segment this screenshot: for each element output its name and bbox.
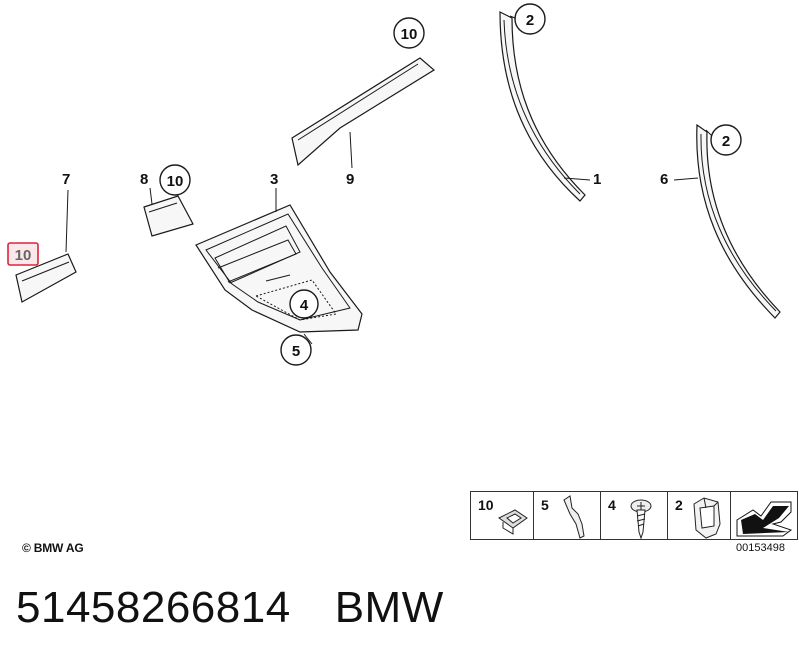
leader-1	[563, 177, 591, 181]
legend-label-4: 4	[608, 497, 616, 513]
callout-10-top: 10	[393, 17, 425, 49]
svg-text:10: 10	[401, 26, 418, 43]
leader-5	[303, 333, 313, 345]
callout-7: 7	[62, 171, 70, 188]
arrow-icon	[736, 501, 793, 537]
callout-10-mid: 10	[159, 164, 191, 196]
legend-cell-4[interactable]: 4	[600, 491, 667, 540]
part-6-pillar-trim[interactable]	[696, 123, 781, 319]
leader-2b	[705, 129, 713, 137]
brand-name: BMW	[334, 583, 444, 632]
leader-8	[149, 187, 153, 205]
legend-cell-5[interactable]: 5	[533, 491, 600, 540]
legend-cell-arrow[interactable]	[730, 491, 798, 540]
clip-icon	[563, 495, 585, 539]
svg-text:5: 5	[292, 343, 300, 360]
screw-icon	[630, 499, 652, 540]
part-3-console-trim[interactable]	[195, 204, 363, 333]
svg-text:2: 2	[526, 12, 534, 29]
part-7-trim-cover[interactable]	[15, 253, 77, 303]
callout-10-highlighted[interactable]: 10	[7, 242, 39, 266]
legend-cell-10[interactable]: 10	[470, 491, 533, 540]
callout-8: 8	[140, 171, 148, 188]
svg-text:10: 10	[15, 247, 32, 264]
leader-7	[65, 189, 69, 253]
diagram-code: 00153498	[736, 542, 785, 554]
callout-5: 5	[280, 334, 312, 366]
small-parts-legend: 10 5 4 2	[470, 491, 798, 540]
callout-4: 4	[289, 289, 319, 319]
svg-text:2: 2	[722, 133, 730, 150]
part-1-pillar-trim[interactable]	[499, 11, 586, 202]
bracket-clip-icon	[693, 497, 721, 539]
clip-nut-icon	[498, 509, 528, 535]
callout-3: 3	[270, 171, 278, 188]
callout-9: 9	[346, 171, 354, 188]
legend-label-5: 5	[541, 497, 549, 513]
part-number: 51458266814	[16, 583, 291, 632]
parts-diagram: 7 10 8 10 3 4 5 9 10	[7, 3, 781, 366]
leader-6	[673, 177, 699, 181]
legend-cell-2[interactable]: 2	[667, 491, 730, 540]
callout-2-top: 2	[514, 3, 546, 35]
callout-6: 6	[660, 171, 668, 188]
svg-text:4: 4	[300, 297, 309, 314]
part-8-trim-piece[interactable]	[143, 195, 194, 237]
legend-label-2: 2	[675, 497, 683, 513]
copyright-notice: © BMW AG	[22, 541, 84, 555]
leader-9	[349, 131, 353, 169]
part-9-trim-strip[interactable]	[291, 57, 436, 167]
part-number-line: 51458266814 BMW	[16, 583, 444, 633]
callout-1: 1	[593, 171, 601, 188]
callout-2-right: 2	[710, 124, 742, 156]
svg-text:10: 10	[167, 173, 184, 190]
leader-2a	[509, 15, 516, 19]
legend-label-10: 10	[478, 497, 494, 513]
